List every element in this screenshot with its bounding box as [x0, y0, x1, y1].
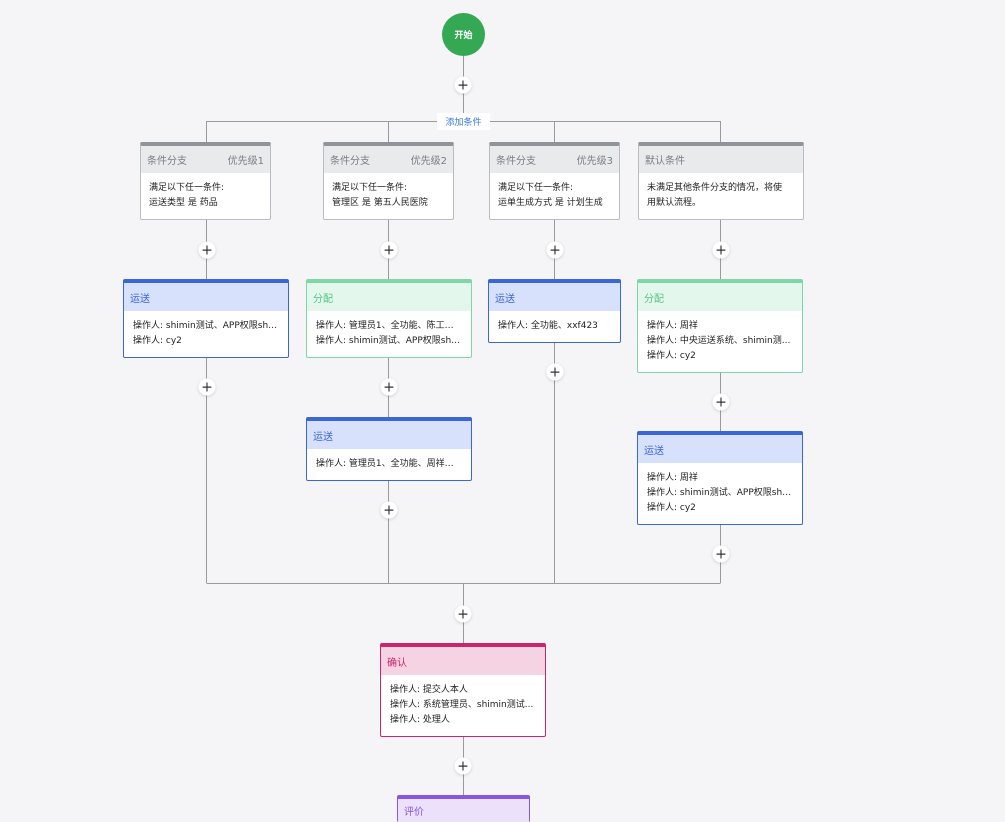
add-node-button[interactable]: + [380, 501, 398, 519]
add-node-button[interactable]: + [454, 757, 472, 775]
operator-line: 操作人: shimin测试、APP权限shi... [647, 488, 793, 498]
condition-header: 条件分支 优先级3 [490, 146, 619, 173]
deliver-node[interactable]: 运送 操作人: shimin测试、APP权限shi... 操作人: cy2 [123, 279, 289, 358]
node-body: 操作人: 管理员1、全功能、周祥、... [307, 449, 471, 472]
add-node-button[interactable]: + [198, 378, 216, 396]
assign-node[interactable]: 分配 操作人: 周祥 操作人: 中央运送系统、shimin测... 操作人: c… [637, 279, 803, 373]
condition-priority: 优先级1 [227, 156, 264, 167]
node-title: 评价 [398, 799, 529, 822]
add-node-button[interactable]: + [454, 605, 472, 623]
condition-line: 管理区 是 第五人民医院 [332, 198, 428, 208]
operator-line: 操作人: 管理员1、全功能、周祥、... [316, 459, 462, 469]
operator-line: 操作人: 提交人本人 [390, 685, 468, 695]
node-title: 运送 [307, 421, 471, 449]
node-title: 运送 [124, 283, 288, 311]
condition-title: 条件分支 [147, 156, 187, 167]
operator-line: 操作人: cy2 [133, 336, 182, 346]
node-title: 分配 [638, 283, 802, 311]
add-node-button[interactable]: + [712, 241, 730, 259]
node-body: 操作人: 全功能、xxf423 [489, 311, 620, 334]
add-condition-button[interactable]: 添加条件 [437, 113, 490, 130]
start-node[interactable]: 开始 [442, 13, 485, 56]
operator-line: 操作人: cy2 [647, 503, 696, 513]
condition-branch-2[interactable]: 条件分支 优先级2 满足以下任一条件: 管理区 是 第五人民医院 [323, 142, 454, 220]
condition-line: 满足以下任一条件: [332, 183, 408, 193]
condition-line: 运送类型 是 药品 [149, 198, 218, 208]
condition-title: 条件分支 [330, 156, 370, 167]
condition-branch-1[interactable]: 条件分支 优先级1 满足以下任一条件: 运送类型 是 药品 [140, 142, 271, 220]
condition-header: 默认条件 [639, 146, 803, 173]
condition-priority: 优先级2 [410, 156, 447, 167]
deliver-node[interactable]: 运送 操作人: 周祥 操作人: shimin测试、APP权限shi... 操作人… [637, 431, 803, 525]
operator-line: 操作人: 处理人 [390, 715, 450, 725]
condition-body: 满足以下任一条件: 运送类型 是 药品 [141, 173, 270, 211]
node-body: 操作人: 周祥 操作人: 中央运送系统、shimin测... 操作人: cy2 [638, 311, 802, 364]
node-body: 操作人: 提交人本人 操作人: 系统管理员、shimin测试... 操作人: 处… [381, 675, 545, 728]
add-node-button[interactable]: + [380, 241, 398, 259]
node-title: 运送 [638, 435, 802, 463]
condition-branch-default[interactable]: 默认条件 未满足其他条件分支的情况，将使 用默认流程。 [638, 142, 804, 220]
condition-body: 未满足其他条件分支的情况，将使 用默认流程。 [639, 173, 803, 211]
operator-line: 操作人: 周祥 [647, 473, 698, 483]
condition-line: 未满足其他条件分支的情况，将使 [647, 183, 783, 193]
deliver-node[interactable]: 运送 操作人: 管理员1、全功能、周祥、... [306, 417, 472, 481]
condition-branch-3[interactable]: 条件分支 优先级3 满足以下任一条件: 运单生成方式 是 计划生成 [489, 142, 620, 220]
node-title: 运送 [489, 283, 620, 311]
node-body: 操作人: shimin测试、APP权限shi... 操作人: cy2 [124, 311, 288, 349]
operator-line: 操作人: 中央运送系统、shimin测... [647, 336, 791, 346]
add-node-button[interactable]: + [712, 393, 730, 411]
condition-line: 满足以下任一条件: [498, 183, 574, 193]
confirm-node[interactable]: 确认 操作人: 提交人本人 操作人: 系统管理员、shimin测试... 操作人… [380, 643, 546, 737]
operator-line: 操作人: shimin测试、APP权限shi... [316, 336, 462, 346]
condition-body: 满足以下任一条件: 运单生成方式 是 计划生成 [490, 173, 619, 211]
add-node-button[interactable]: + [546, 363, 564, 381]
condition-body: 满足以下任一条件: 管理区 是 第五人民医院 [324, 173, 453, 211]
node-title: 分配 [307, 283, 471, 311]
operator-line: 操作人: 周祥 [647, 321, 698, 331]
deliver-node[interactable]: 运送 操作人: 全功能、xxf423 [488, 279, 621, 343]
condition-line: 满足以下任一条件: [149, 183, 225, 193]
assign-node[interactable]: 分配 操作人: 管理员1、全功能、陈工、... 操作人: shimin测试、AP… [306, 279, 472, 358]
condition-header: 条件分支 优先级1 [141, 146, 270, 173]
operator-line: 操作人: 系统管理员、shimin测试... [390, 700, 534, 710]
operator-line: 操作人: 全功能、xxf423 [498, 321, 598, 331]
node-body: 操作人: 管理员1、全功能、陈工、... 操作人: shimin测试、APP权限… [307, 311, 471, 349]
node-body: 操作人: 周祥 操作人: shimin测试、APP权限shi... 操作人: c… [638, 463, 802, 516]
add-node-button[interactable]: + [454, 76, 472, 94]
add-node-button[interactable]: + [546, 241, 564, 259]
evaluate-node[interactable]: 评价 [397, 795, 530, 822]
add-node-button[interactable]: + [198, 241, 216, 259]
add-node-button[interactable]: + [380, 378, 398, 396]
condition-title: 条件分支 [496, 156, 536, 167]
condition-line: 运单生成方式 是 计划生成 [498, 198, 603, 208]
node-title: 确认 [381, 647, 545, 675]
condition-line: 用默认流程。 [647, 198, 702, 208]
operator-line: 操作人: 管理员1、全功能、陈工、... [316, 321, 462, 331]
add-node-button[interactable]: + [712, 545, 730, 563]
operator-line: 操作人: shimin测试、APP权限shi... [133, 321, 279, 331]
condition-header: 条件分支 优先级2 [324, 146, 453, 173]
condition-priority: 优先级3 [576, 156, 613, 167]
condition-title: 默认条件 [645, 156, 685, 167]
operator-line: 操作人: cy2 [647, 351, 696, 361]
